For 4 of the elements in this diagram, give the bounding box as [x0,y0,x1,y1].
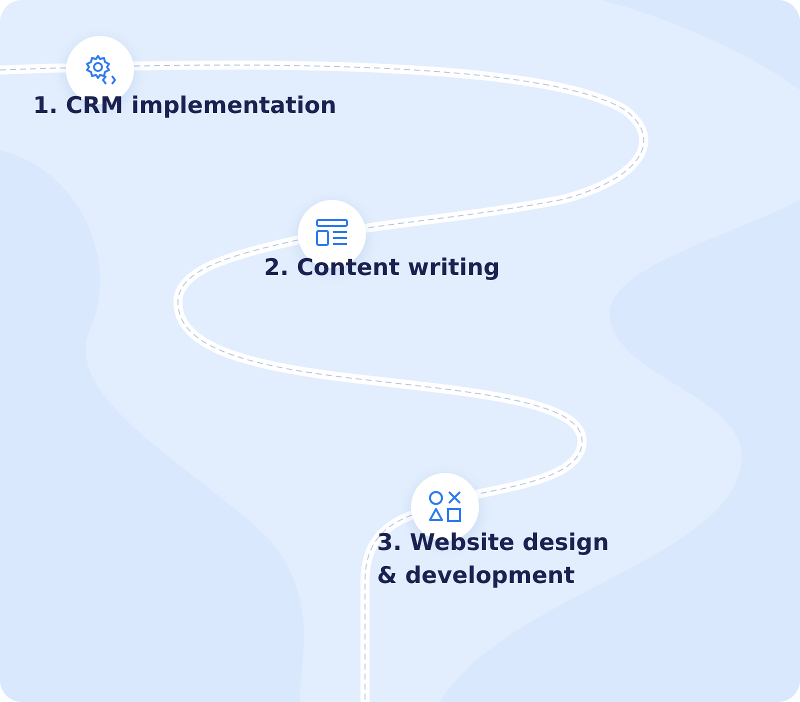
step-label: 3. Website design & development [377,529,610,591]
step-label: 2. Content writing [264,254,501,283]
road-path [174,236,586,498]
step-label: 1. CRM implementation [33,92,338,121]
